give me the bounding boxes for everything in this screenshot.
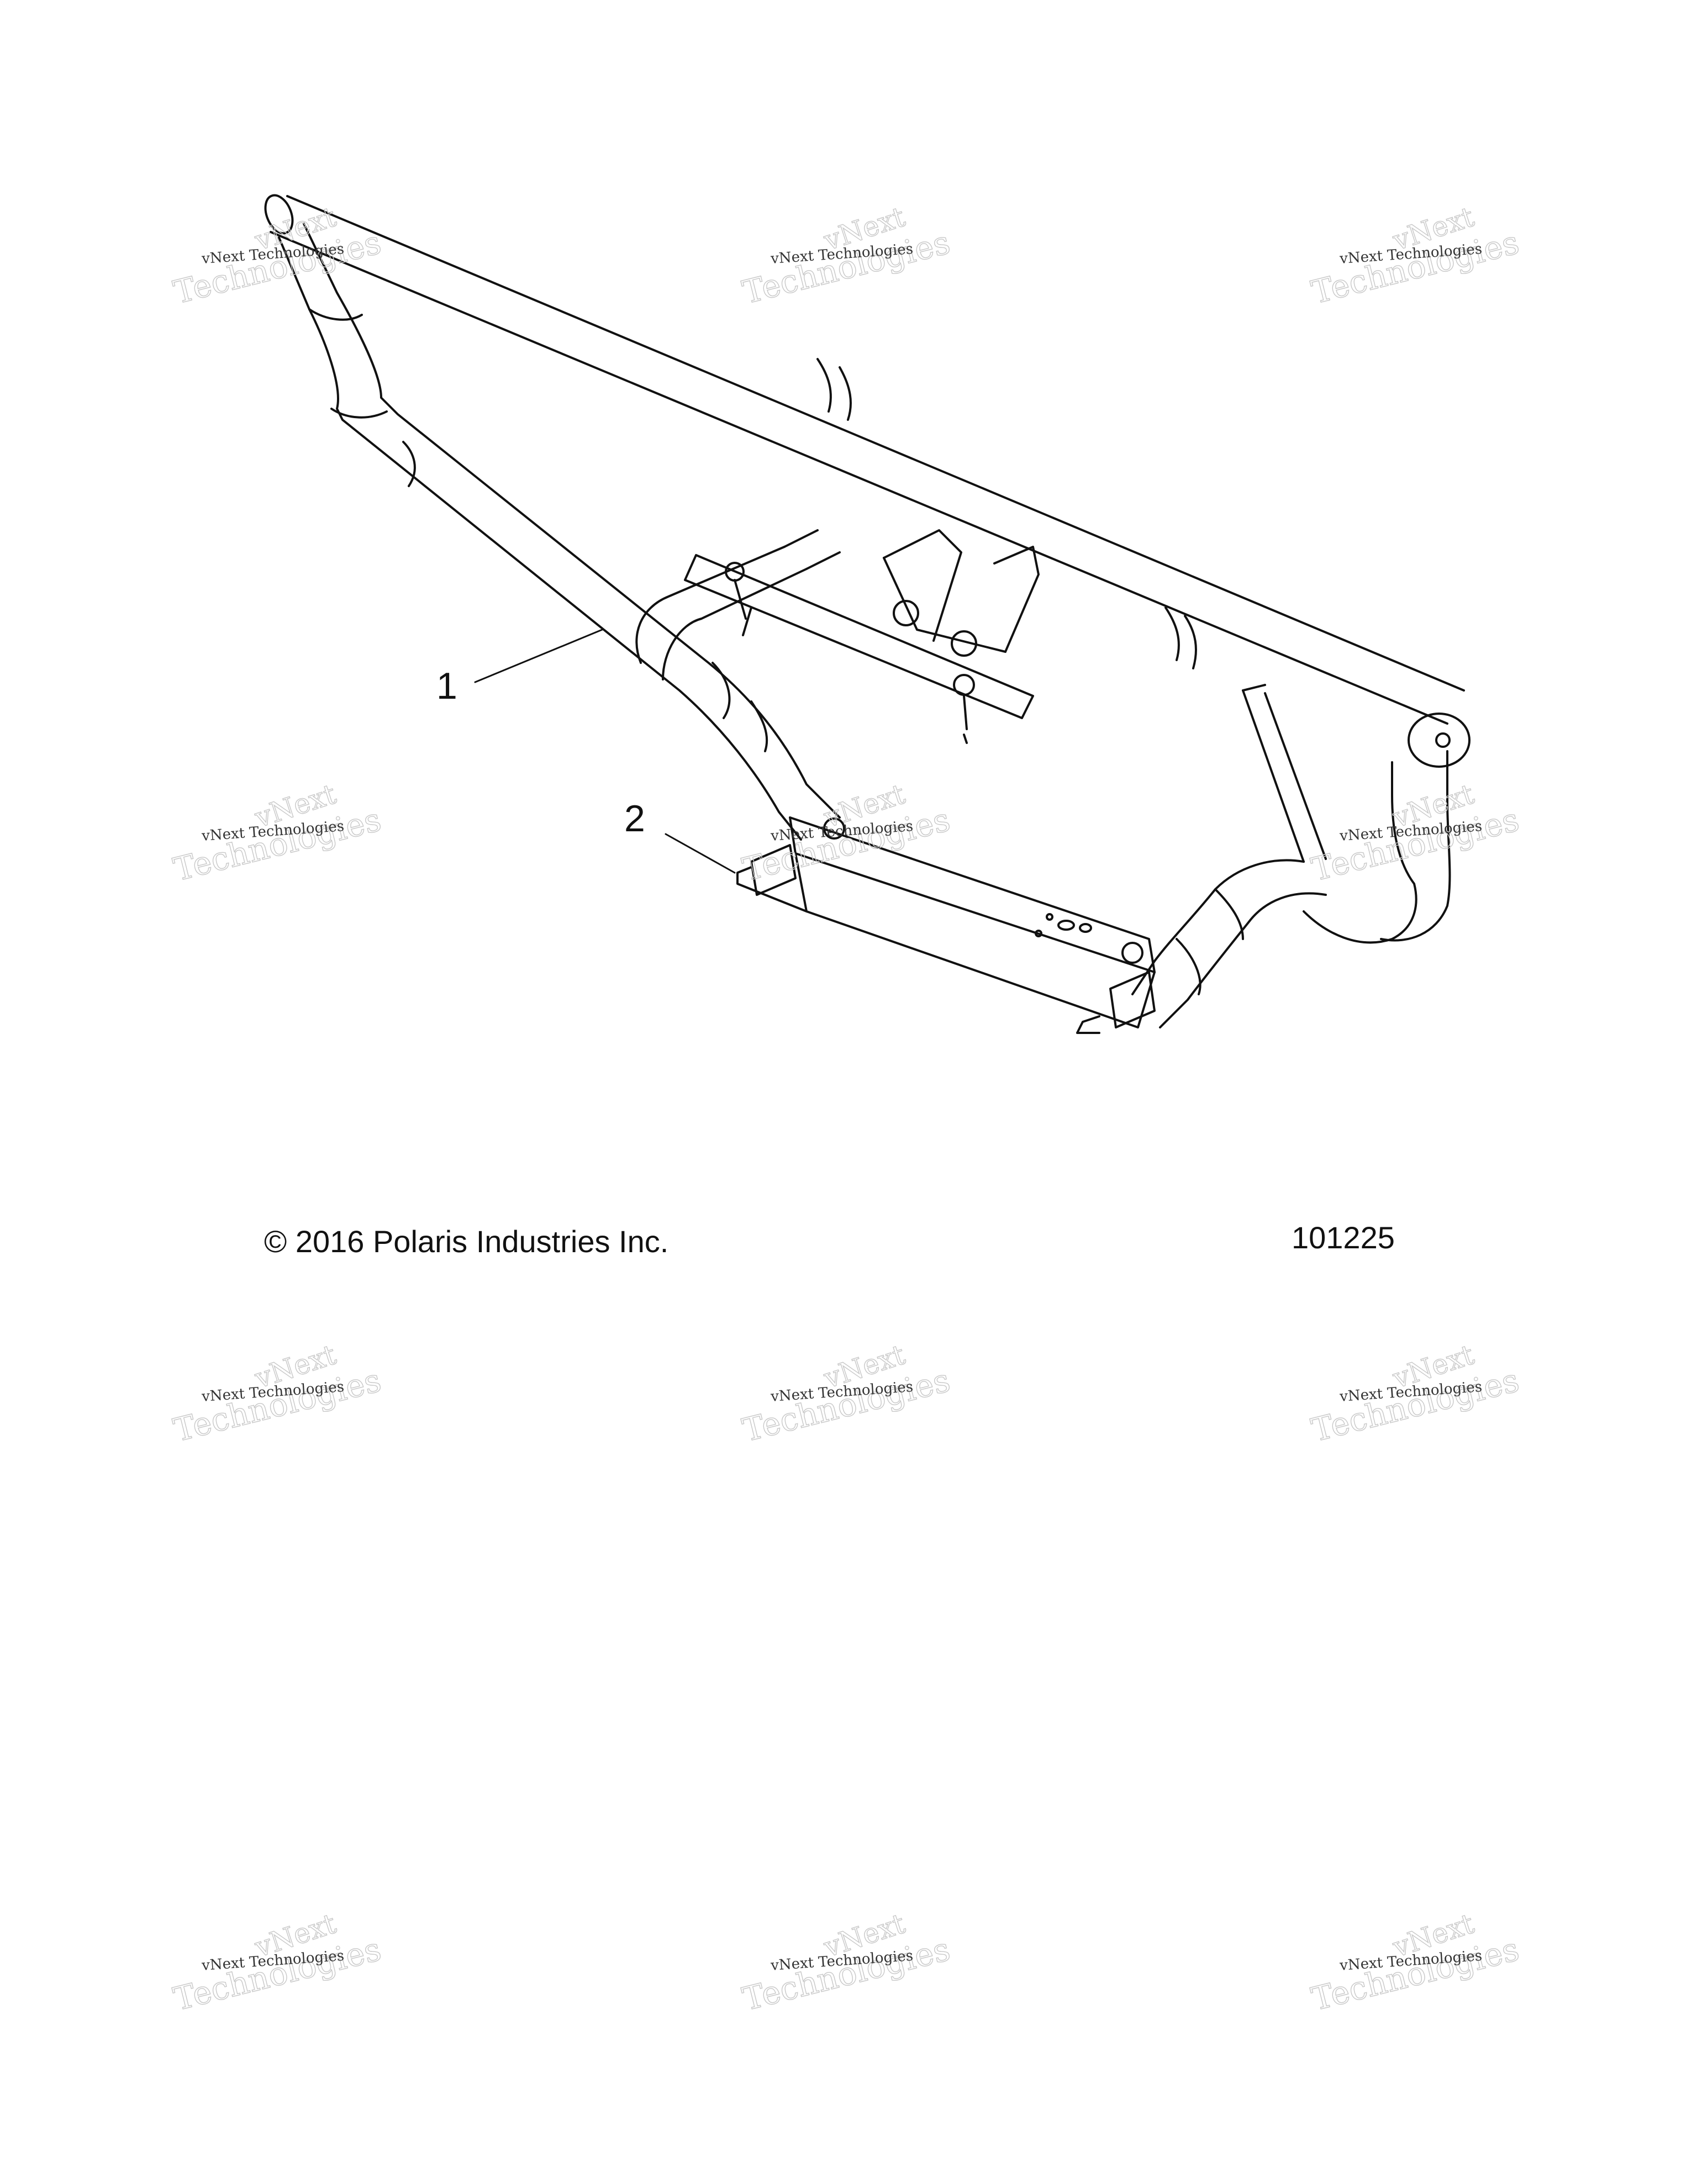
leader-lines (474, 629, 736, 874)
inner-cross-tube (635, 529, 841, 680)
leader-line-2 (665, 833, 736, 874)
right-end-cap (1408, 713, 1471, 768)
copyright-text: © 2016 Polaris Industries Inc. (264, 1224, 669, 1259)
lower-bracket (736, 816, 1156, 1034)
right-lower-tube (1131, 859, 1327, 1028)
leader-line-1 (474, 629, 603, 683)
right-post (1242, 684, 1451, 944)
top-mounting-plate (684, 529, 1040, 744)
callout-1: 1 (436, 665, 457, 707)
top-tube (264, 194, 1465, 725)
figure-number: 101225 (1292, 1220, 1395, 1255)
left-side-tube (278, 223, 841, 841)
callout-2: 2 (624, 798, 645, 840)
